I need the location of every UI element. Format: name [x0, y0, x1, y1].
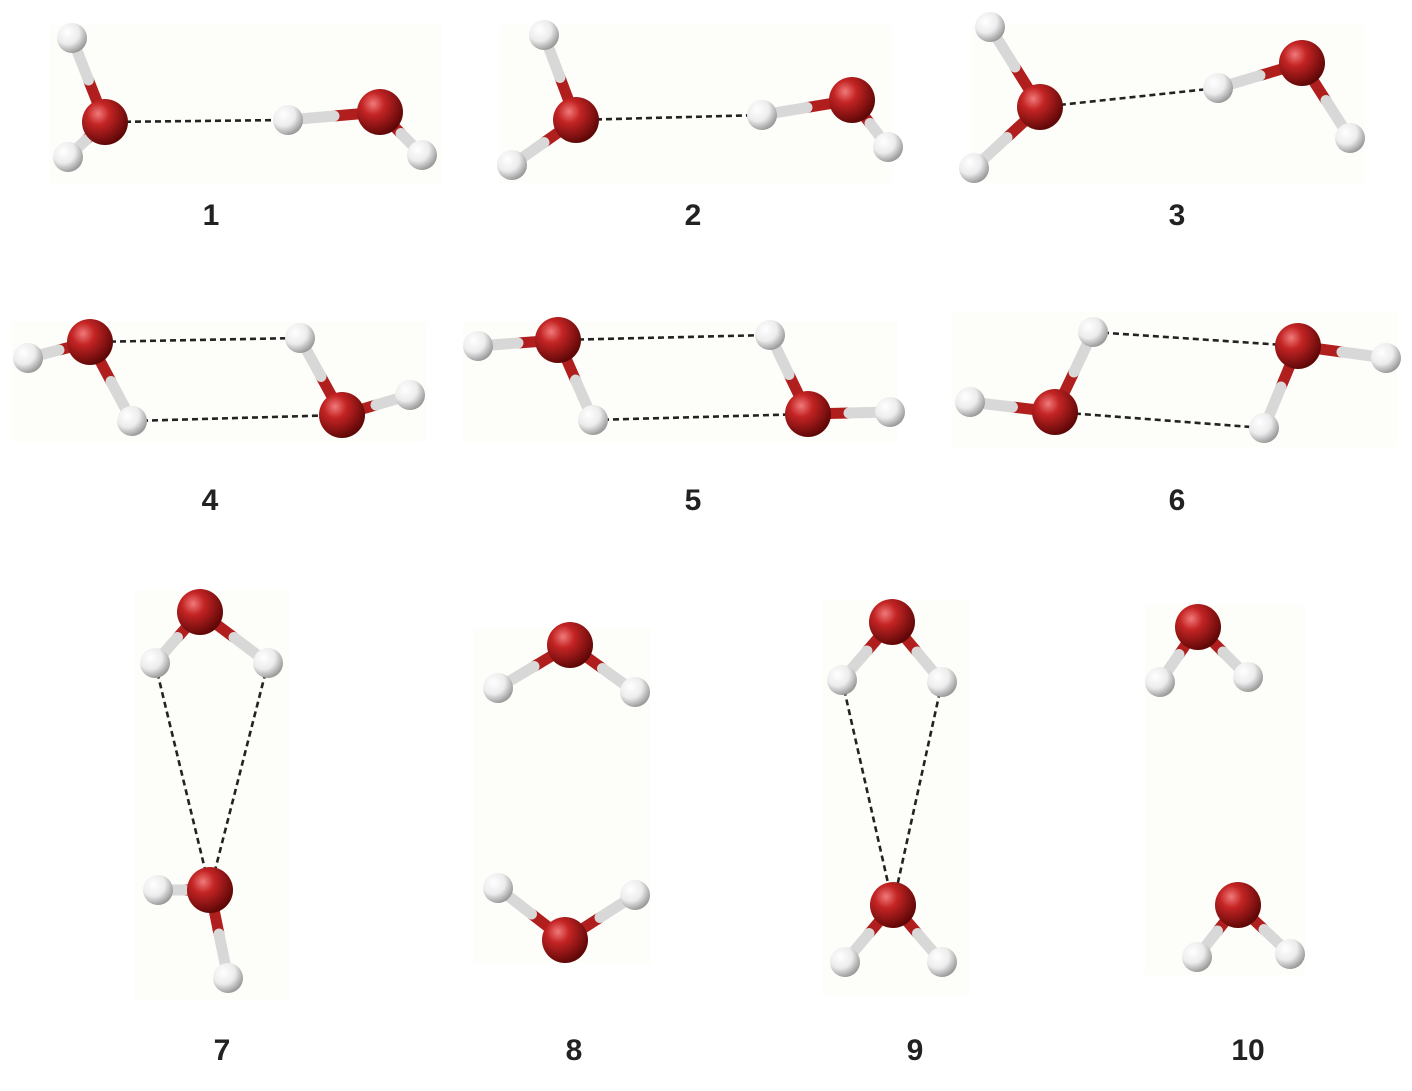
structure-label-1: 1: [203, 199, 220, 232]
oxygen-atom-3-1: [1017, 84, 1063, 130]
hydrogen-atom-10-4: [1275, 939, 1305, 969]
hydrogen-bond-6-1: [1092, 330, 1299, 348]
hydrogen-atom-2-3: [747, 100, 777, 130]
hydrogen-atom-1-3: [273, 105, 303, 135]
hydrogen-atom-8-1: [483, 673, 513, 703]
oxygen-atom-7-2: [187, 867, 233, 913]
hydrogen-bond-4-2: [131, 413, 343, 423]
hydrogen-bond-6-2: [1054, 410, 1265, 430]
hydrogen-atom-8-3: [483, 873, 513, 903]
hydrogen-atom-6-3: [1371, 343, 1401, 373]
hydrogen-atom-3-4: [1335, 123, 1365, 153]
structure-label-7: 7: [214, 1034, 231, 1067]
hydrogen-bond-1-1: [104, 118, 289, 124]
hydrogen-atom-1-1: [57, 23, 87, 53]
hydrogen-atom-4-1: [13, 343, 43, 373]
panel-background-9: [822, 600, 970, 995]
hydrogen-bond-4-1: [89, 336, 301, 344]
hydrogen-atom-8-2: [620, 677, 650, 707]
hydrogen-atom-3-3: [1203, 73, 1233, 103]
oxygen-atom-4-2: [319, 392, 365, 438]
hydrogen-atom-6-4: [1249, 413, 1279, 443]
hydrogen-atom-9-1: [827, 665, 857, 695]
hydrogen-bond-9-1: [840, 679, 895, 906]
hydrogen-bond-5-1: [557, 333, 771, 342]
structure-label-4: 4: [202, 484, 219, 517]
oxygen-atom-10-2: [1215, 882, 1261, 928]
hydrogen-atom-7-4: [213, 963, 243, 993]
hydrogen-atom-2-4: [873, 132, 903, 162]
hydrogen-atom-4-2: [285, 323, 315, 353]
hydrogen-atom-7-1: [140, 648, 170, 678]
hydrogen-atom-10-2: [1233, 662, 1263, 692]
hydrogen-atom-5-2: [755, 320, 785, 350]
hydrogen-atom-6-2: [1078, 317, 1108, 347]
oxygen-atom-9-1: [869, 599, 915, 645]
hydrogen-atom-1-4: [407, 140, 437, 170]
hydrogen-atom-5-3: [578, 405, 608, 435]
oxygen-atom-6-1: [1032, 389, 1078, 435]
hydrogen-atom-4-4: [395, 380, 425, 410]
hydrogen-bond-9-2: [891, 681, 944, 906]
hydrogen-atom-7-3: [143, 875, 173, 905]
hydrogen-atom-9-2: [927, 667, 957, 697]
hydrogen-atom-10-1: [1145, 667, 1175, 697]
oxygen-atom-5-2: [785, 391, 831, 437]
hydrogen-bond-7-2: [208, 662, 270, 891]
oxygen-atom-1-2: [357, 89, 403, 135]
oxygen-atom-6-2: [1275, 323, 1321, 369]
hydrogen-atom-9-3: [830, 947, 860, 977]
structure-label-9: 9: [907, 1034, 924, 1067]
oxygen-atom-3-2: [1279, 40, 1325, 86]
structure-label-2: 2: [685, 199, 702, 232]
structure-label-10: 10: [1231, 1034, 1264, 1067]
hydrogen-atom-2-1: [529, 20, 559, 50]
oxygen-atom-2-2: [829, 77, 875, 123]
hydrogen-atom-5-4: [875, 397, 905, 427]
oxygen-atom-8-2: [542, 917, 588, 963]
structure-label-6: 6: [1169, 484, 1186, 517]
panel-background-6: [952, 312, 1397, 447]
hydrogen-bond-7-1: [153, 662, 212, 891]
hydrogen-atom-2-2: [497, 150, 527, 180]
hydrogen-atom-1-2: [53, 142, 83, 172]
structure-label-5: 5: [685, 484, 702, 517]
hydrogen-atom-10-3: [1182, 942, 1212, 972]
oxygen-atom-5-1: [535, 317, 581, 363]
hydrogen-atom-5-1: [463, 331, 493, 361]
hydrogen-bond-5-2: [592, 412, 809, 422]
oxygen-atom-8-1: [547, 622, 593, 668]
oxygen-atom-7-1: [177, 589, 223, 635]
oxygen-atom-10-1: [1175, 604, 1221, 650]
hydrogen-bond-2-1: [575, 113, 763, 122]
hydrogen-atom-6-1: [955, 387, 985, 417]
hydrogen-atom-3-2: [959, 153, 989, 183]
structure-label-8: 8: [566, 1034, 583, 1067]
oxygen-atom-2-1: [553, 97, 599, 143]
hydrogen-atom-9-4: [927, 947, 957, 977]
structure-label-3: 3: [1169, 199, 1186, 232]
oxygen-atom-9-2: [870, 882, 916, 928]
hydrogen-atom-3-1: [975, 12, 1005, 42]
hydrogen-atom-4-3: [117, 406, 147, 436]
hydrogen-atom-7-2: [253, 648, 283, 678]
oxygen-atom-4-1: [67, 319, 113, 365]
hydrogen-atom-8-4: [620, 880, 650, 910]
oxygen-atom-1-1: [82, 99, 128, 145]
